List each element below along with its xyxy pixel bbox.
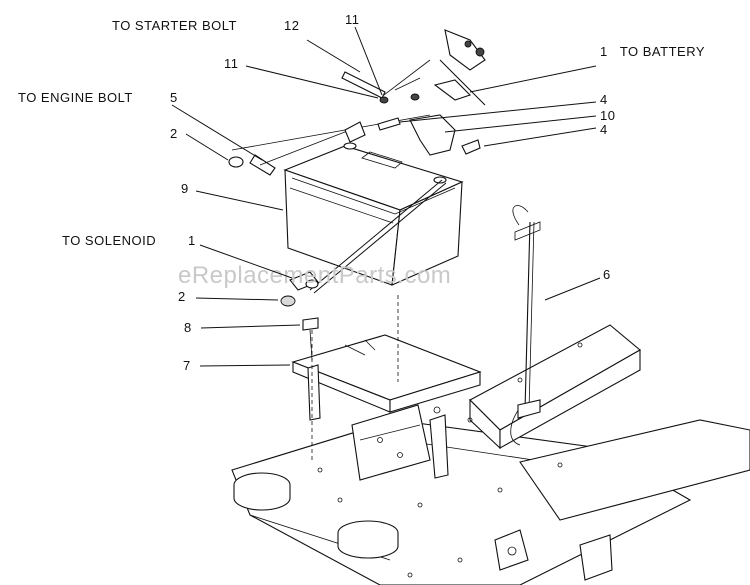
- callout-11-top: 11: [345, 12, 360, 27]
- left-hub: [233, 472, 291, 511]
- callout-10: 10: [600, 108, 615, 123]
- callout-7: 7: [183, 358, 191, 373]
- callout-2-bottom: 2: [178, 289, 186, 304]
- callout-to-starter-bolt: TO STARTER BOLT: [112, 18, 237, 33]
- callout-to-solenoid: TO SOLENOID: [62, 233, 156, 248]
- leader-lines: [171, 26, 601, 367]
- callout-5: 5: [170, 90, 178, 105]
- cable-assemblies: [228, 29, 486, 460]
- callout-6: 6: [603, 267, 611, 282]
- callout-4-top: 4: [600, 92, 608, 107]
- callout-1-to-battery: 1 TO BATTERY: [600, 44, 705, 59]
- right-hub: [337, 520, 399, 559]
- callout-12: 12: [284, 18, 299, 33]
- battery-tray: [291, 334, 482, 479]
- callout-labels: TO STARTER BOLT 12 11 11 1 TO BATTERY TO…: [18, 12, 705, 373]
- callout-2-top: 2: [170, 126, 178, 141]
- hold-down-rod: [510, 205, 541, 446]
- callout-to-engine-bolt: TO ENGINE BOLT: [18, 90, 133, 105]
- callout-9: 9: [181, 181, 189, 196]
- callout-8: 8: [184, 320, 192, 335]
- callout-4-mid: 4: [600, 122, 608, 137]
- callout-11-left: 11: [224, 56, 239, 71]
- watermark-text: eReplacementParts.com: [178, 262, 451, 289]
- battery: [283, 142, 464, 286]
- tractor-frame: [231, 324, 750, 585]
- callout-1-solenoid: 1: [188, 233, 196, 248]
